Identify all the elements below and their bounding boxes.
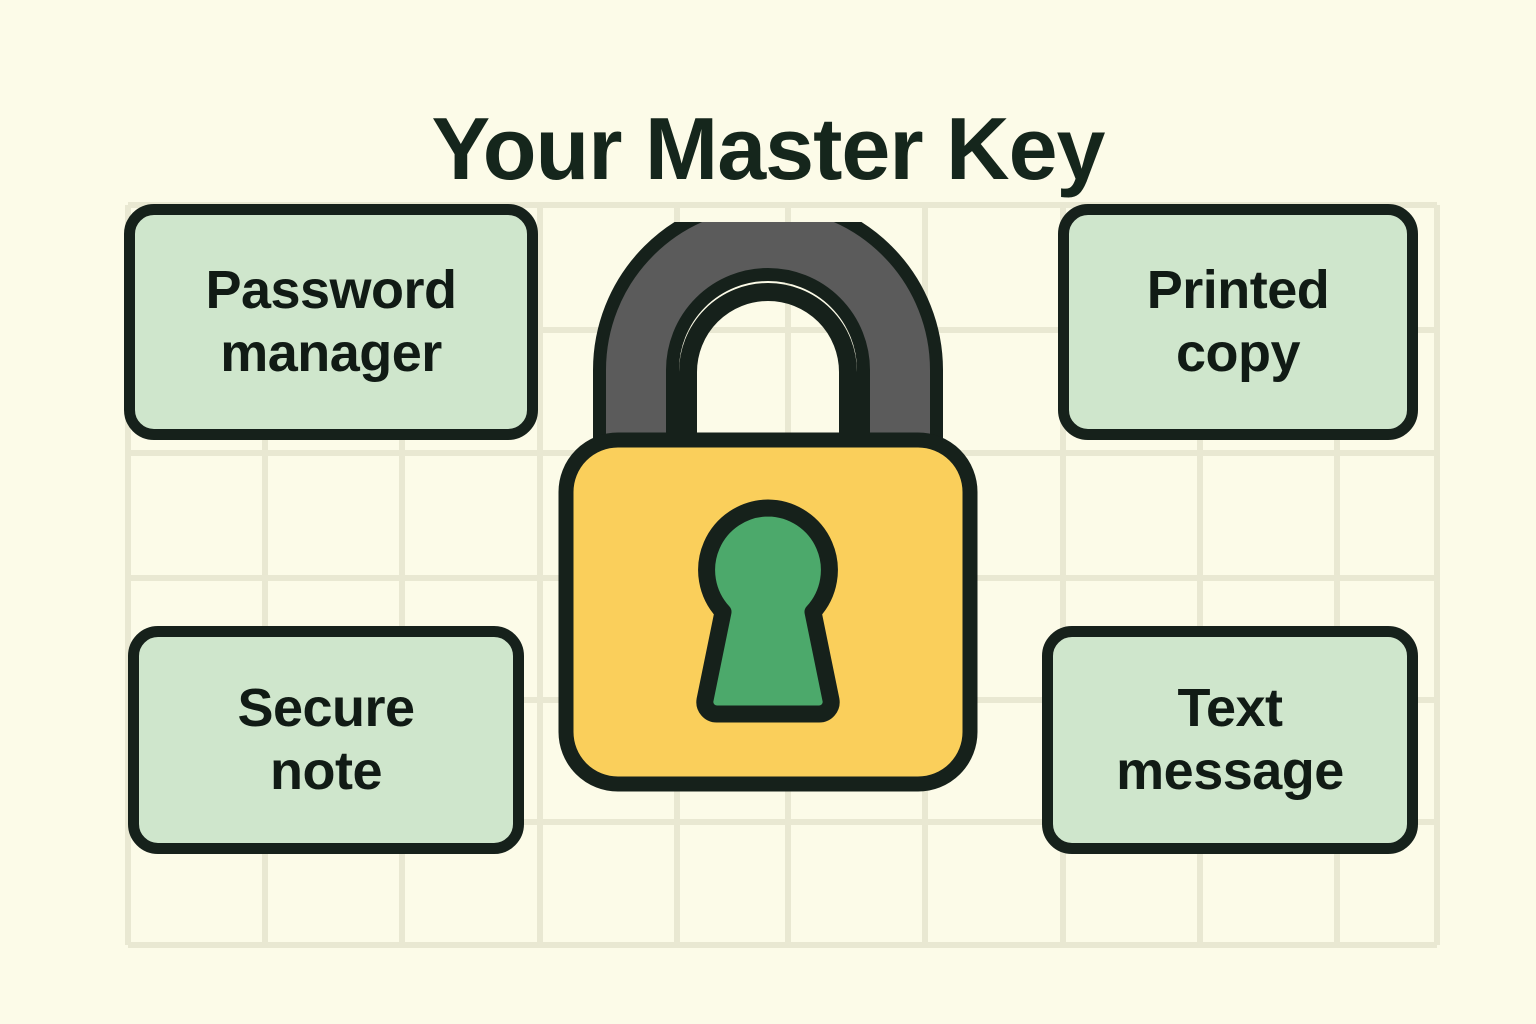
shackle-fill	[606, 222, 930, 472]
option-card-line1: Printed	[1146, 259, 1330, 320]
option-card-label: Printed copy	[1147, 259, 1330, 385]
keyhole	[696, 499, 840, 723]
page-title: Your Master Key	[431, 98, 1106, 198]
option-card-password-manager[interactable]: Password manager	[124, 204, 538, 440]
option-card-line1: Password	[205, 259, 457, 320]
option-card-line2: manager	[220, 323, 442, 383]
option-card-line1: Secure	[237, 677, 415, 738]
option-card-secure-note[interactable]: Secure note	[128, 626, 524, 854]
option-card-text-message[interactable]: Text message	[1042, 626, 1418, 854]
option-card-label: Secure note	[237, 677, 415, 803]
option-card-line2: copy	[1175, 323, 1301, 383]
option-card-line2: note	[270, 741, 383, 801]
option-card-label: Text message	[1116, 677, 1344, 803]
shackle-inner-edge	[679, 283, 857, 478]
option-card-line1: Text	[1177, 677, 1283, 738]
padlock-icon	[548, 222, 988, 802]
option-card-line2: message	[1116, 741, 1344, 801]
option-card-label: Password manager	[205, 259, 457, 385]
option-card-printed-copy[interactable]: Printed copy	[1058, 204, 1418, 440]
